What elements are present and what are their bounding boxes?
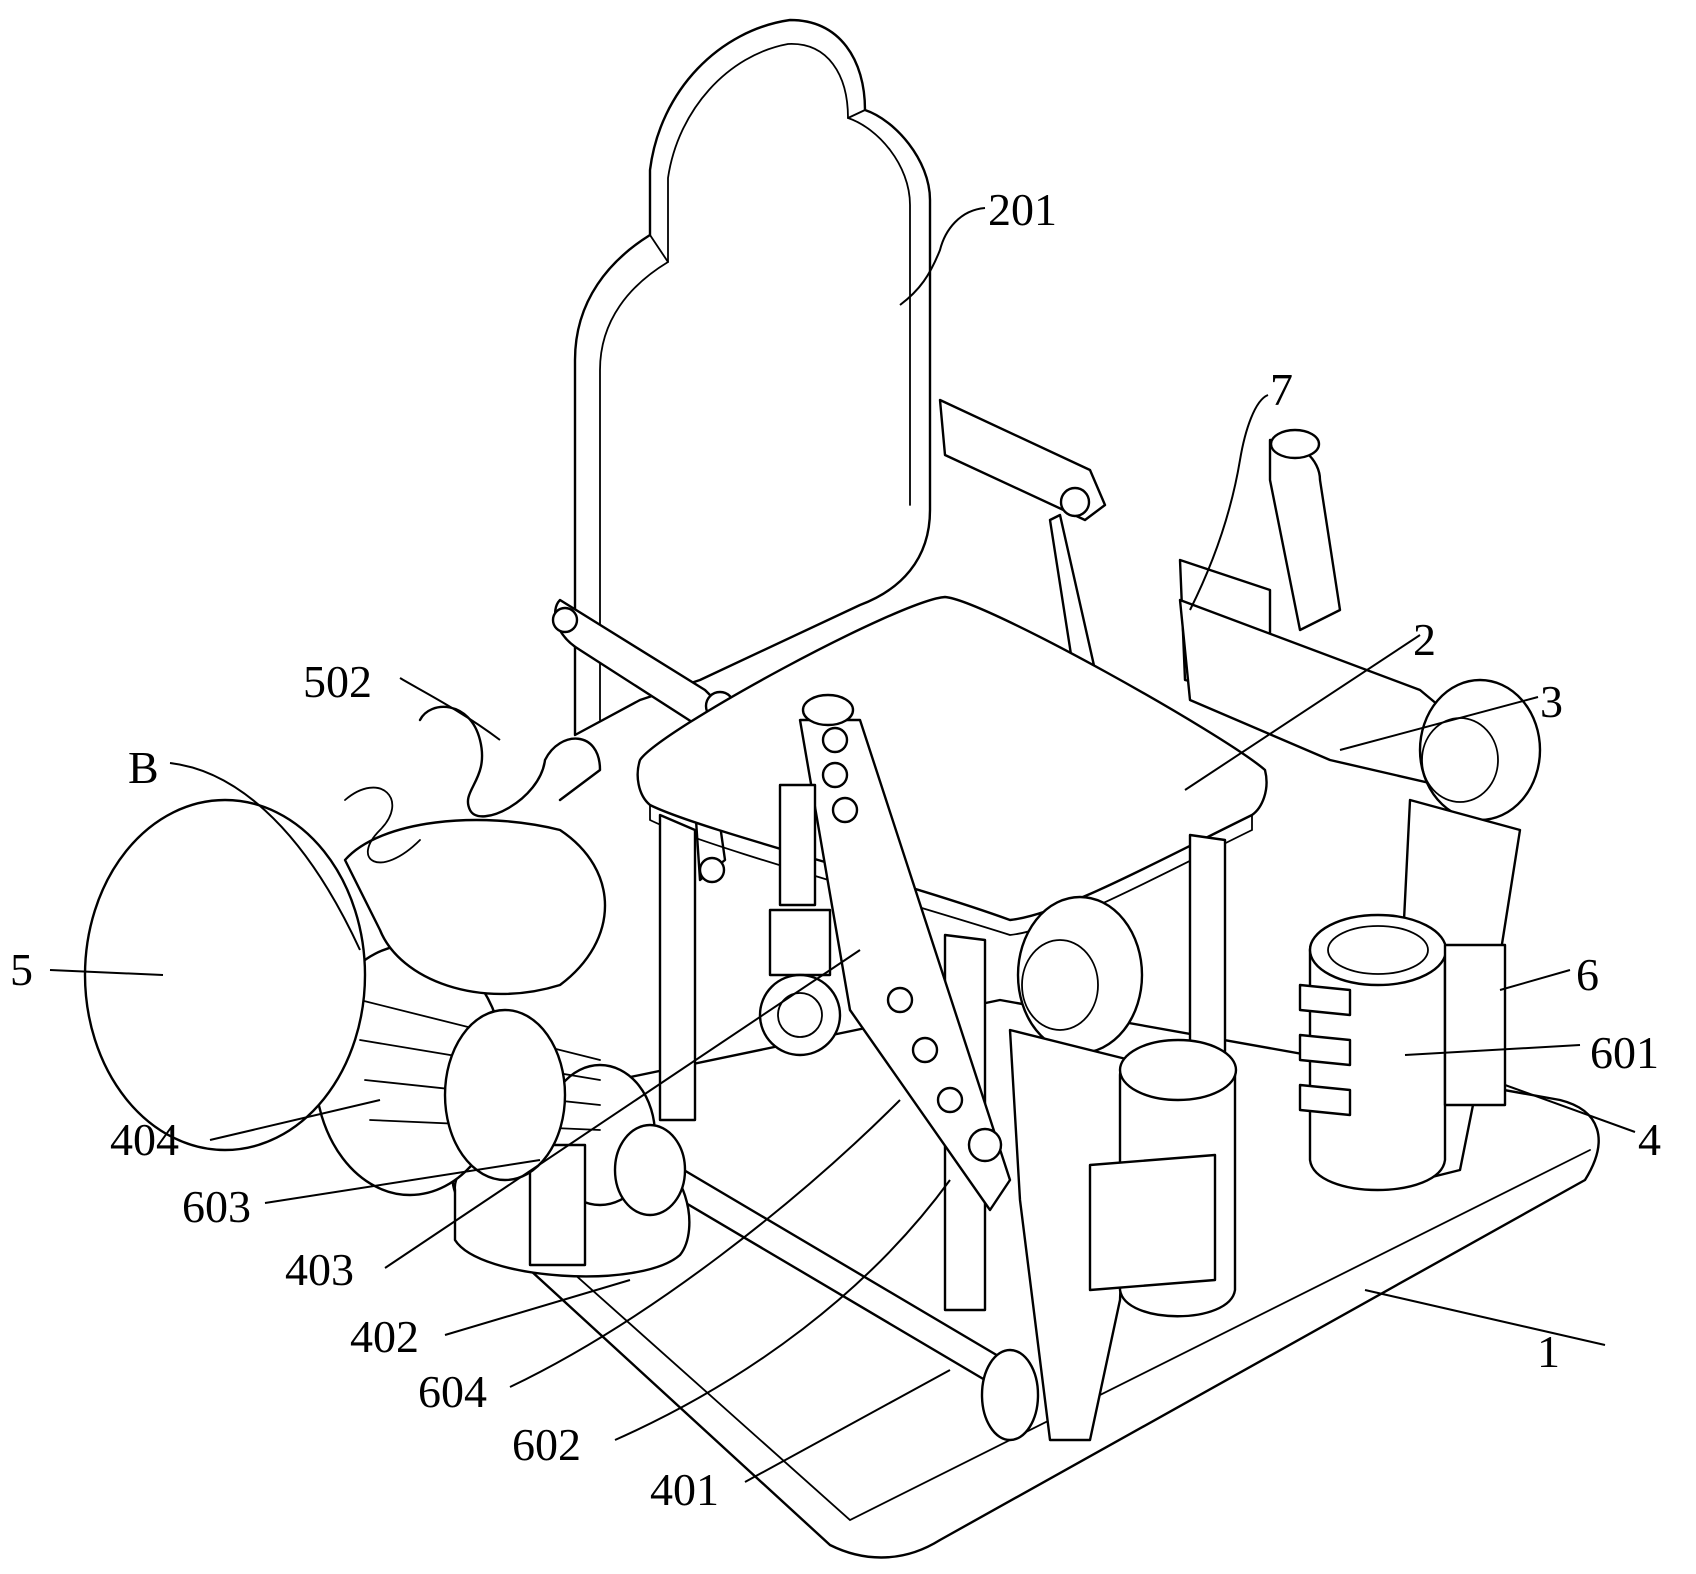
- label-201: 201: [988, 184, 1057, 235]
- leg-cuff-left: [1088, 1038, 1238, 1318]
- front-rack-column: [758, 693, 1012, 1212]
- label-502: 502: [303, 656, 372, 707]
- pivot-joint-left: [1008, 895, 1144, 1442]
- label-603: 603: [182, 1181, 251, 1232]
- label-3: 3: [1540, 676, 1563, 727]
- label-601: 601: [1590, 1027, 1659, 1078]
- label-402: 402: [350, 1311, 419, 1362]
- air-ball: [83, 705, 606, 1152]
- leader-lines: [49, 207, 1636, 1483]
- leg-cuff-right: [1298, 913, 1507, 1192]
- label-401: 401: [650, 1464, 719, 1515]
- label-404: 404: [110, 1114, 179, 1165]
- label-604: 604: [418, 1366, 487, 1417]
- label-7: 7: [1270, 364, 1293, 415]
- label-403: 403: [285, 1244, 354, 1295]
- label-B: B: [128, 742, 159, 793]
- label-5: 5: [10, 944, 33, 995]
- reference-numerals: 201 7 2 3 502 B 5 6 601 4 404 603 403 40…: [10, 184, 1661, 1515]
- label-4: 4: [1638, 1114, 1661, 1165]
- label-1: 1: [1537, 1326, 1560, 1377]
- label-2: 2: [1413, 614, 1436, 665]
- label-6: 6: [1576, 949, 1599, 1000]
- backrest: [573, 18, 932, 737]
- label-602: 602: [512, 1419, 581, 1470]
